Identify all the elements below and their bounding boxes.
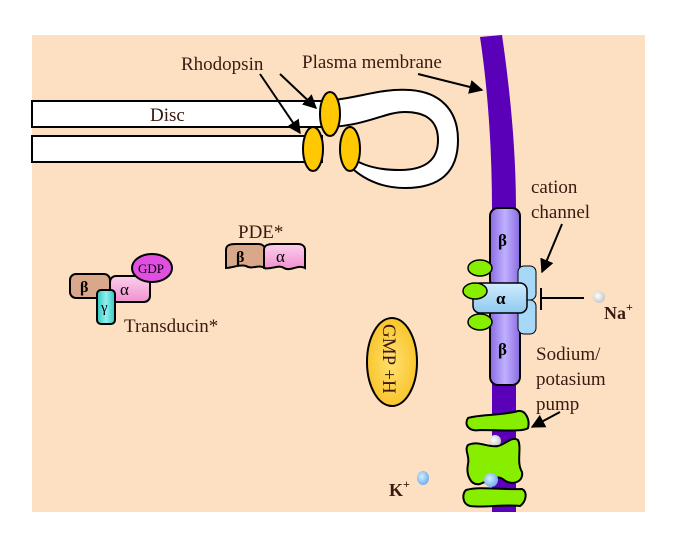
pde-label: PDE* xyxy=(238,222,283,243)
sodium-potassium-pump xyxy=(462,409,530,508)
gmp-molecule xyxy=(366,317,418,407)
rhodopsin-arrow xyxy=(259,73,301,135)
green-subunit xyxy=(467,313,493,331)
channel-beta-top-symbol: β xyxy=(498,231,507,250)
pde-alpha xyxy=(263,243,306,271)
rhodopsin xyxy=(339,126,361,172)
rhodopsin-arrow xyxy=(279,73,318,109)
gmp-label: GMP +H xyxy=(378,324,399,394)
sodium-label: Na+ xyxy=(604,300,633,323)
pump-bottom xyxy=(462,487,527,508)
potassium-ion xyxy=(417,471,429,485)
transducin-label: Transducin* xyxy=(124,316,218,337)
pump-label-line3: pump xyxy=(536,394,579,415)
pump-arrow xyxy=(530,411,561,428)
pump-label-line2: potasium xyxy=(536,369,606,390)
pde-beta xyxy=(225,243,266,270)
green-subunit xyxy=(462,282,488,300)
rhodopsin xyxy=(302,126,324,172)
pump-middle xyxy=(465,437,524,486)
rhodopsin-group xyxy=(302,91,361,172)
cation-channel-arrow xyxy=(540,223,563,274)
cation-channel: β α β xyxy=(462,207,537,386)
gdp xyxy=(131,253,173,283)
green-subunit xyxy=(467,259,493,277)
transducin-gamma-symbol: γ xyxy=(100,300,108,316)
potassium-ion-pump xyxy=(484,473,498,487)
cation-channel-label-line1: cation xyxy=(531,177,578,198)
pde-alpha-symbol: α xyxy=(276,247,285,266)
channel-beta-bottom-symbol: β xyxy=(498,340,507,359)
plasma-membrane-arrow xyxy=(417,73,484,94)
disc-label: Disc xyxy=(150,105,185,126)
transducin-alpha-symbol: α xyxy=(120,280,129,299)
pde-beta-symbol: β xyxy=(236,249,244,266)
sodium-ion xyxy=(593,291,605,303)
channel-alpha-symbol: α xyxy=(496,289,506,308)
transducin-beta-symbol: β xyxy=(80,279,88,296)
sodium-inhibition-bar xyxy=(540,288,584,310)
rhodopsin-label: Rhodopsin xyxy=(181,54,264,75)
cation-channel-label-line2: channel xyxy=(531,202,590,223)
potassium-label: K+ xyxy=(389,477,410,500)
plasma-membrane-label: Plasma membrane xyxy=(302,52,442,73)
transducin-complex: β α γ GDP xyxy=(69,253,173,325)
pump-top xyxy=(465,409,530,432)
rhodopsin xyxy=(319,91,341,137)
pump-label-line1: Sodium/ xyxy=(536,344,601,365)
gdp-symbol: GDP xyxy=(138,261,164,276)
transducin-gamma xyxy=(96,289,116,325)
pde-complex: β α xyxy=(225,243,306,271)
sodium-ion-pump xyxy=(489,435,501,447)
